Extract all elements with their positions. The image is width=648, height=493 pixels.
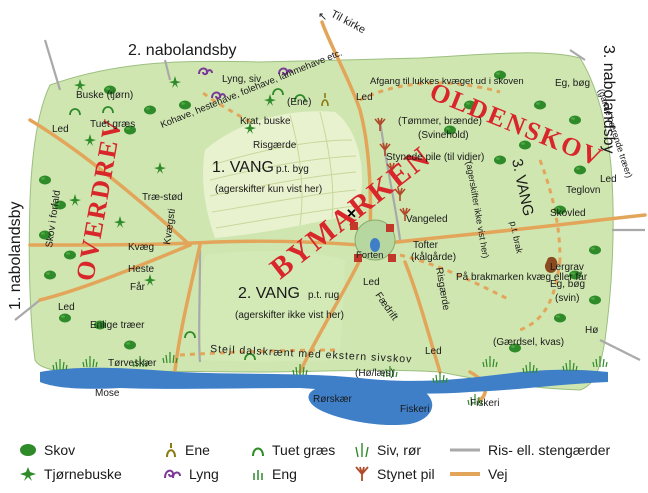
vang1-crop: p.t. byg [276,164,309,175]
lake [308,383,433,426]
label-fiskeri-river: Fiskeri [470,398,499,409]
label-mose: Mose [95,388,120,399]
label-kvaegsti: Kvægsti [162,208,178,245]
label-stynede-pile: Stynede pile (til vidjer) [386,152,484,163]
pollard-willow-icon [355,466,369,481]
neighbor-east-label: 3. nabolandsby [600,45,617,154]
label-vangeled: Vangeled [406,214,448,225]
label-fiskeri-lake: Fiskeri [400,404,429,415]
label-svin: (svin) [555,293,579,304]
vang2-note: (agerskifter ikke vist her) [235,310,344,321]
legend-item-stynet-pil: Stynet pil [353,466,435,482]
svg-text:✕: ✕ [346,206,357,221]
label-led-se: Led [425,346,442,357]
vang2-field [197,250,345,362]
church-road-label: Til kirke [329,8,368,36]
label-heste: Heste [128,264,155,275]
label-eg-bog: Eg, bøg [555,78,590,89]
legend-item-gaerder: Ris- ell. stengærder [450,442,610,458]
label-tommer: (Tømmer, brænde) [398,116,482,127]
clay-pit [544,256,558,273]
stream [40,367,608,394]
label-lyng-siv: Lyng, siv [222,74,261,85]
label-afgang: Afgang til lukkes kvæget ud i skoven [370,76,524,87]
label-buske-tjorn: Buske (tjørn) [76,90,133,101]
label-krat-buske: Krat, buske [240,116,291,127]
road-network [28,20,647,402]
legend-item-ene: Ene [163,442,210,458]
label-led-village: Led [363,277,380,288]
vang2-crop: p.t. rug [308,290,339,301]
legend-item-tjornebuske: Tjørnebuske [18,466,122,482]
label-svinehold: (Svinehold) [418,130,469,141]
label-risgaerde-n: Risgærde [253,140,297,151]
label-brakmarken: På brakmarken kvæg eller får [456,271,588,283]
tussock-icon [252,447,264,457]
label-led-nw: Led [52,124,69,135]
church-arrow-icon: ↖ [318,11,327,23]
meadow-icon [253,470,263,480]
road-line-icon [450,472,480,476]
label-tuet-graes: Tuet græs [90,119,135,130]
label-enlige-traeer: Enlige træer [90,320,145,331]
map-legend: Skov Tjørnebuske Ene Lyng Tuet græs Eng … [18,442,638,492]
label-led-sw: Led [58,302,75,313]
label-torveskaer: Tørveskær [108,358,157,369]
heather-icon [164,469,181,479]
vang1-title: 1. VANG [212,159,274,176]
label-faar: Får [130,281,146,293]
legend-item-lyng: Lyng [163,466,219,482]
label-kvaeg: Kvæg [128,242,154,253]
label-kalgaarde: (kålgårde) [411,251,456,263]
thorn-bush-icon [20,467,36,481]
neighbor-north-label: 2. nabolandsby [128,42,237,59]
label-tofter: Tofter [413,240,439,251]
tree-icon [20,444,36,456]
label-skovled: Skovled [550,208,586,219]
legend-item-siv-ror: Siv, rør [353,442,421,458]
label-teglovn: Teglovn [566,185,600,196]
label-lergrav: Lergrav [550,262,584,273]
label-forten: Forten [356,250,383,261]
vang1-note: (agerskifter kun vist her) [215,184,322,195]
fence-lines [14,39,645,363]
label-led-n: Led [356,92,373,103]
label-led-e: Led [600,174,617,185]
village-center: ✕ [346,206,396,262]
reed-icon [355,443,369,458]
label-rorskaer: Rørskær [313,394,353,405]
label-eg-bog-svin: Eg, bøg [550,279,585,290]
legend-item-tuet-graes: Tuet græs [250,442,335,458]
fence-line-icon [450,448,480,452]
land-area [28,52,614,391]
vang1-field [203,111,363,238]
legend-item-skov: Skov [18,442,75,458]
legend-item-vej: Vej [450,466,507,482]
label-gaerdsel: (Gærdsel, kvas) [493,337,564,348]
juniper-icon [166,443,176,458]
neighbor-west-label: 1. nabolandsby [7,201,24,310]
vang2-title: 2. VANG [238,285,300,302]
label-hoe-laes: (Hø/læs) [355,368,394,379]
label-hoe: Hø [585,325,598,336]
cattle-paths [179,81,562,357]
label-traestod: Træ-stød [142,192,183,203]
label-ene: (Ene) [287,97,311,108]
legend-item-eng: Eng [250,466,297,482]
